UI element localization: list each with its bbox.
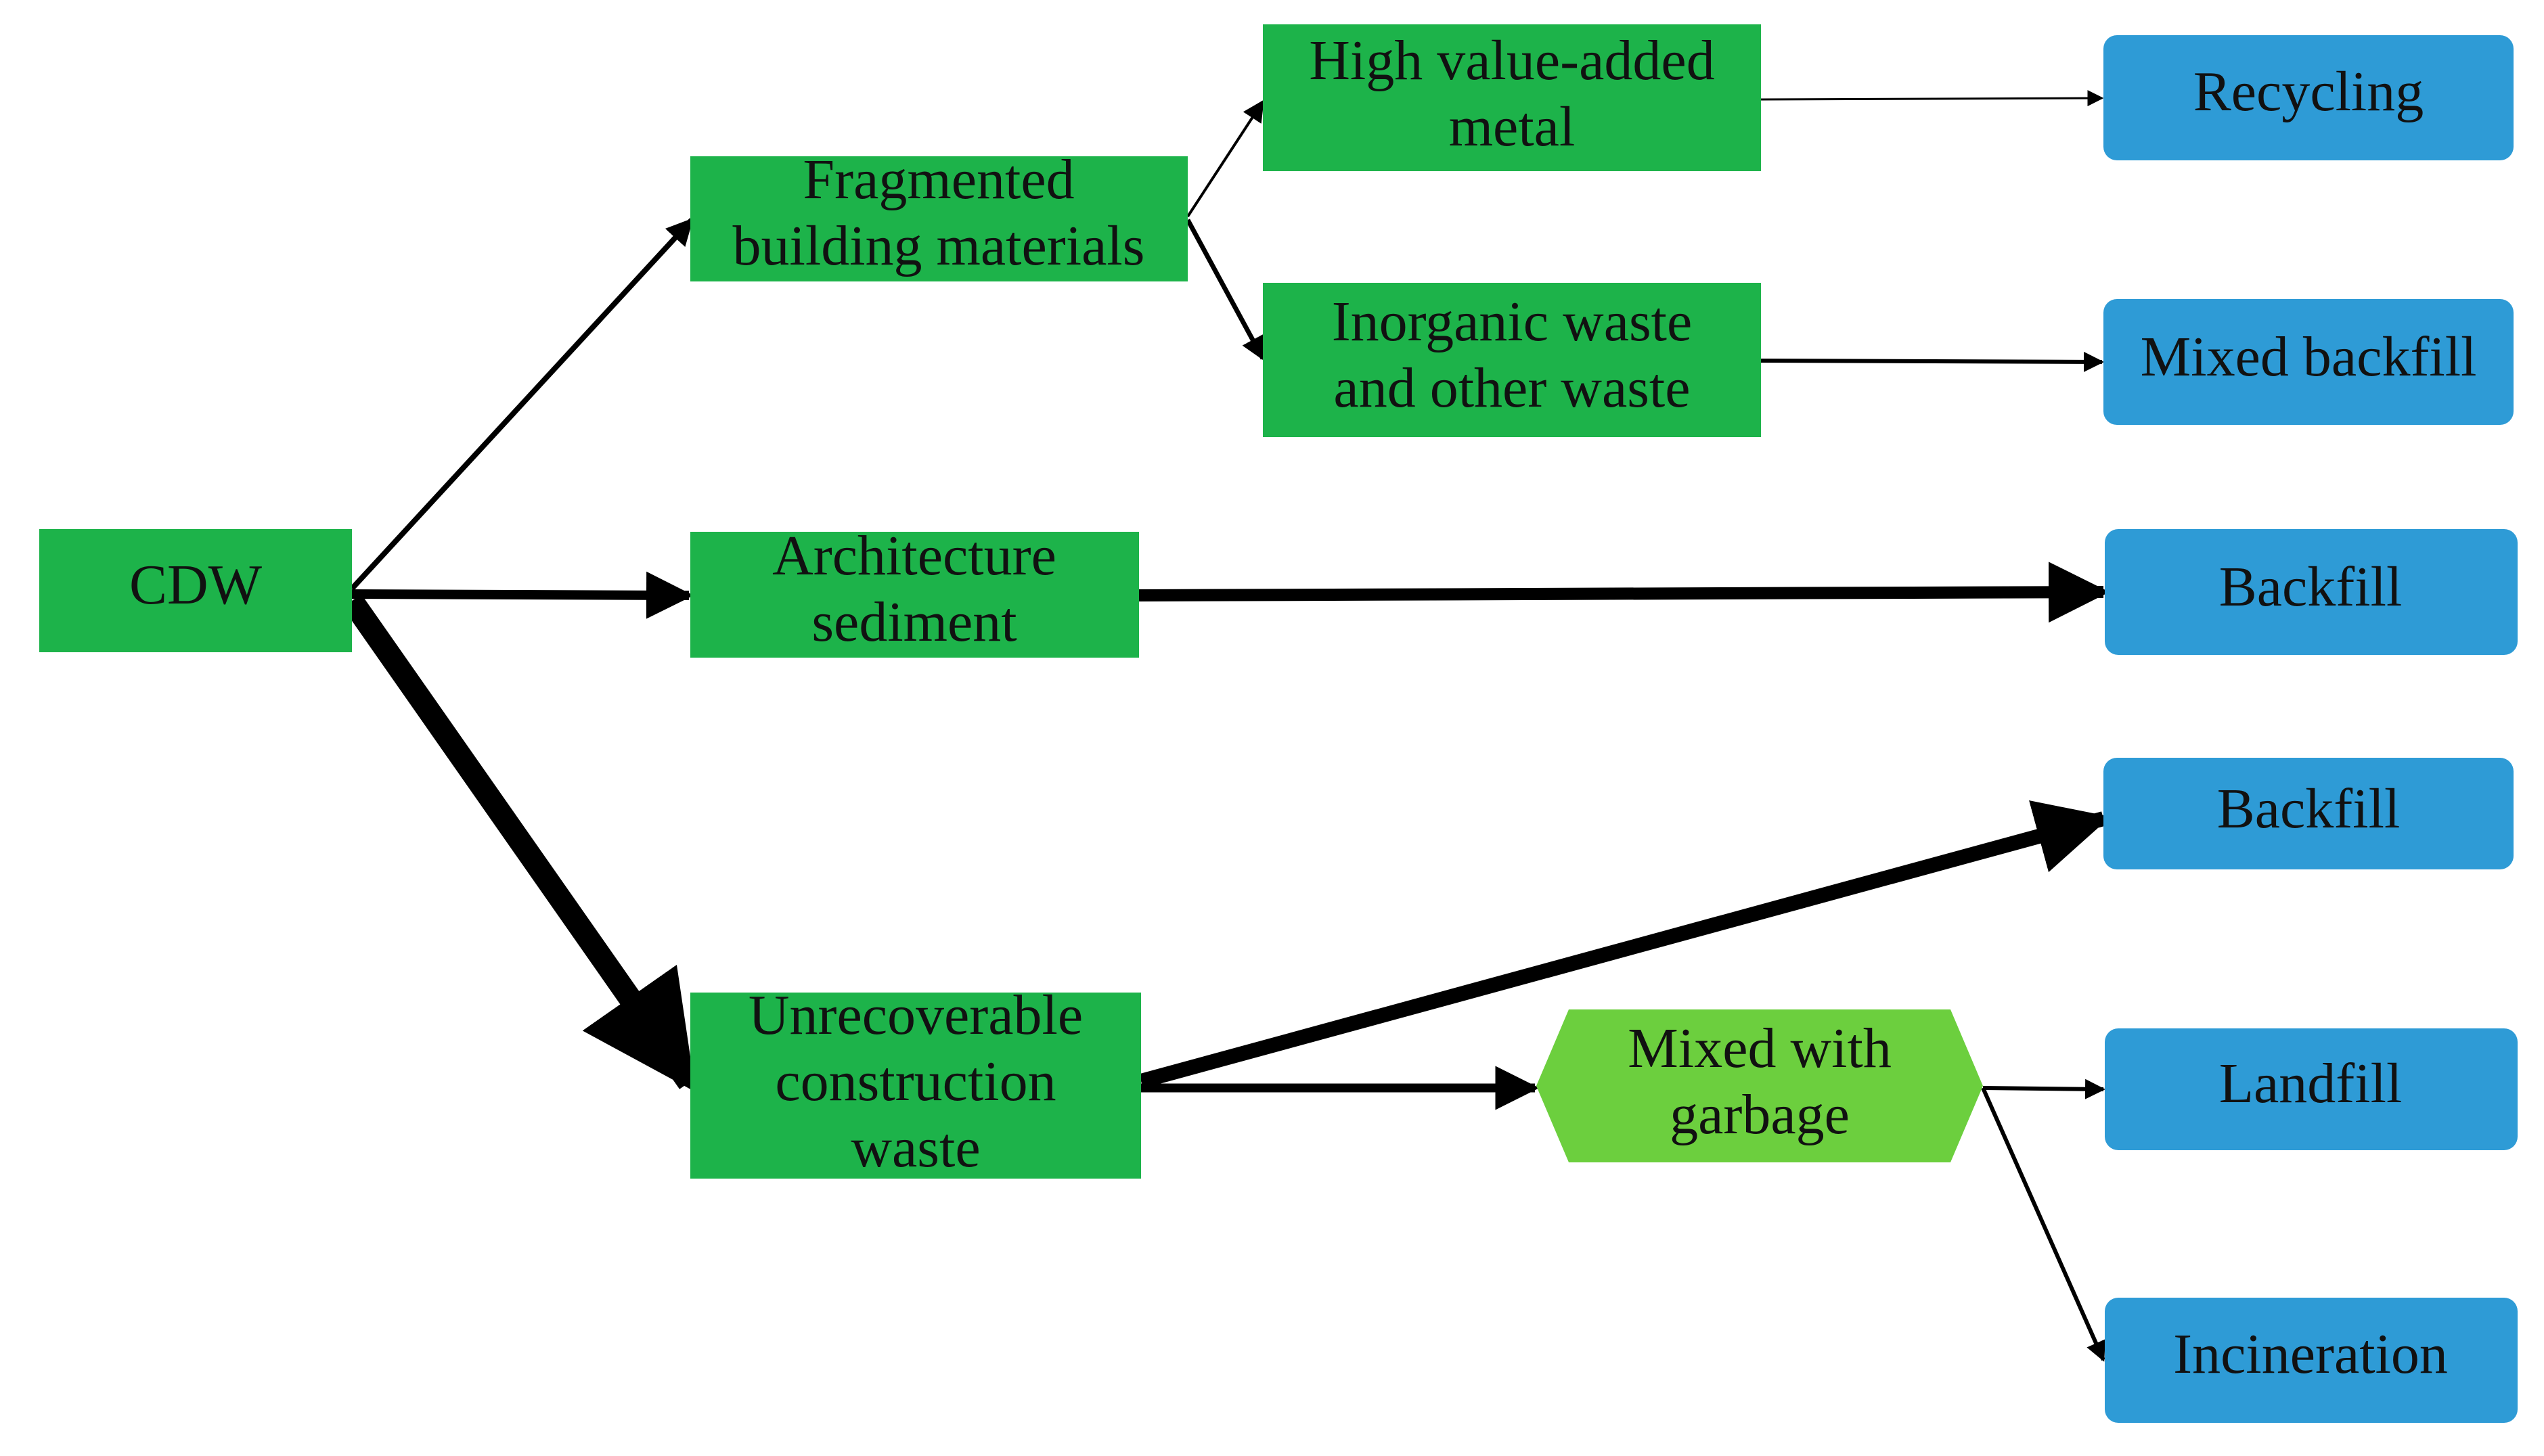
edge-mixed-to-incineration — [1981, 1087, 2105, 1362]
edge-unrecoverable-to-backfill-2 — [1139, 800, 2111, 1089]
sediment-label-line: sediment — [811, 591, 1017, 654]
unrecoverable-label-line: construction — [775, 1050, 1056, 1113]
edge-cdw-to-sediment — [351, 571, 694, 619]
node-landfill-label: Landfill — [2219, 1052, 2403, 1115]
node-backfill-1: Backfill — [2105, 529, 2518, 655]
incineration-label-line: Incineration — [2173, 1323, 2448, 1386]
unrecoverable-label-line: waste — [851, 1116, 980, 1179]
node-incineration-label: Incineration — [2173, 1323, 2448, 1386]
node-recycling-label: Recycling — [2193, 60, 2424, 123]
inorganic-label-line: and other waste — [1333, 357, 1690, 419]
mixed-backfill-label-line: Mixed backfill — [2141, 325, 2477, 388]
edge-mixed-to-landfill — [1982, 1078, 2105, 1099]
edge-sediment-to-backfill-1 — [1138, 562, 2110, 623]
mixed-label-line: Mixed with — [1628, 1017, 1892, 1080]
edge-metal-to-recycling — [1760, 90, 2104, 107]
metal-label-line: metal — [1449, 95, 1576, 158]
metal-label-line: High value-added — [1309, 29, 1714, 92]
edge-cdw-to-fragmented — [350, 218, 694, 591]
cdw-label-line: CDW — [129, 553, 263, 616]
backfill-2-label-line: Backfill — [2217, 777, 2401, 840]
node-backfill-2-label: Backfill — [2217, 777, 2401, 840]
node-backfill-1-label: Backfill — [2219, 555, 2403, 618]
mixed-label-line: garbage — [1670, 1083, 1850, 1146]
edge-inorganic-to-mixed-backfill — [1760, 351, 2104, 372]
node-mixed-backfill: Mixed backfill — [2103, 299, 2514, 425]
backfill-1-label-line: Backfill — [2219, 555, 2403, 618]
node-cdw-label: CDW — [129, 553, 263, 616]
node-recycling: Recycling — [2103, 35, 2514, 160]
edge-cdw-to-unrecoverable — [342, 594, 698, 1092]
landfill-label-line: Landfill — [2219, 1052, 2403, 1115]
node-landfill: Landfill — [2105, 1028, 2518, 1150]
node-mixed-backfill-label: Mixed backfill — [2141, 325, 2477, 388]
node-backfill-2: Backfill — [2103, 758, 2514, 869]
edge-fragmented-to-metal — [1186, 99, 1264, 218]
unrecoverable-label-line: Unrecoverable — [749, 984, 1083, 1047]
node-incineration: Incineration — [2105, 1298, 2518, 1423]
node-cdw: CDW — [39, 529, 352, 652]
fragmented-label-line: Fragmented — [803, 148, 1074, 211]
fragmented-label-line: building materials — [733, 214, 1145, 277]
recycling-label-line: Recycling — [2193, 60, 2424, 123]
edges — [342, 90, 2111, 1362]
inorganic-label-line: Inorganic waste — [1332, 290, 1693, 353]
sediment-label-line: Architecture — [772, 524, 1056, 587]
edge-fragmented-to-inorganic — [1185, 219, 1266, 361]
